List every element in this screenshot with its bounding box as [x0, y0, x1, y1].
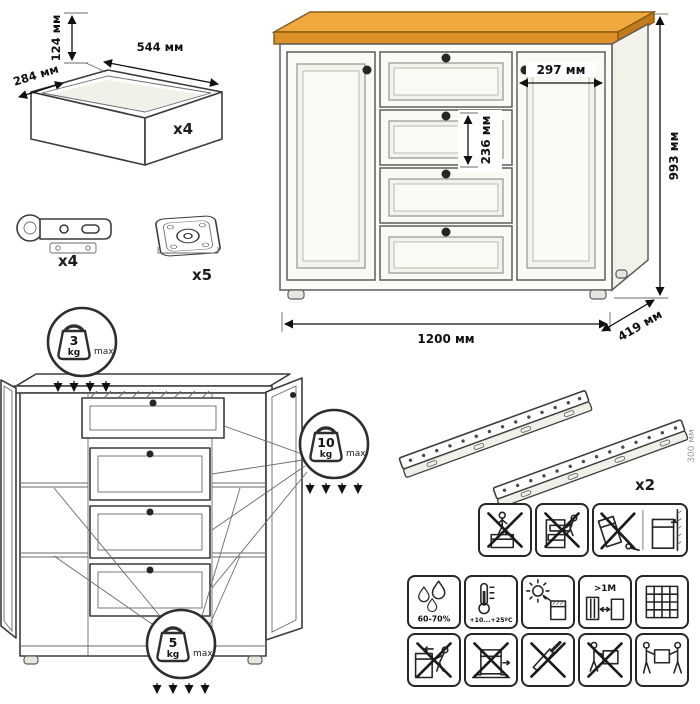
wall-grid-icon — [635, 575, 689, 629]
drawer-kit-section: x4 124 мм 544 мм 284 мм — [6, 0, 246, 178]
open-left-door — [0, 379, 17, 639]
inner-drawer-3 — [89, 563, 211, 617]
mounting-plate-icon — [155, 215, 221, 257]
limit-drawer-value: 10 — [317, 435, 335, 450]
dim-box-width: 544 мм — [137, 40, 184, 54]
dim-drawer-height: 236 мм — [479, 116, 493, 165]
top-board-front — [273, 31, 619, 45]
slides-length: 300 мм — [687, 429, 697, 463]
two-person-carry-icon — [635, 633, 689, 687]
load-limits-section: 3 kg max 10 kg max 5 kg max — [0, 298, 385, 700]
no-single-carry-icon — [578, 633, 632, 687]
drawer-front-3 — [379, 167, 513, 224]
foot-right — [589, 289, 607, 300]
drawer-front-4 — [379, 225, 513, 281]
drawer-knob — [441, 53, 451, 63]
open-cabinet — [0, 373, 303, 665]
no-drag-icon — [464, 633, 518, 687]
temperature-value: +10...+25ºС — [469, 617, 513, 624]
dim-depth: 419 мм — [615, 307, 664, 344]
plate-section: x5 — [146, 204, 232, 284]
dim-height: 993 мм — [667, 132, 681, 181]
limit-top-max: max — [94, 347, 114, 357]
slides-count: x2 — [635, 476, 655, 494]
drawer-kit-diagram: x4 124 мм 544 мм 284 мм — [11, 12, 223, 166]
no-standing-icon — [478, 503, 532, 557]
shelves — [20, 482, 266, 558]
open-right-door — [265, 377, 303, 641]
slides-section: x2 300 мм — [393, 356, 700, 508]
no-climbing-icon — [535, 503, 589, 557]
radiator-distance-icon: >1M — [578, 575, 632, 629]
limit-shelf-unit: kg — [167, 650, 179, 660]
limit-top-unit: kg — [68, 348, 80, 358]
top-board-surface — [271, 11, 657, 33]
load-limit-drawer-arrows — [305, 483, 363, 494]
plate-count: x5 — [192, 266, 212, 284]
limit-shelf-max: max — [193, 649, 213, 659]
distance-value: >1M — [594, 584, 616, 594]
warning-icons-row-1 — [478, 503, 688, 557]
hinge-count: x4 — [58, 252, 78, 270]
dim-height-group: 993 мм — [614, 13, 681, 299]
dim-depth-group: 419 мм — [601, 299, 665, 344]
dim-door-width: 297 мм — [537, 63, 586, 77]
open-cabinet-diagram: 3 kg max 10 kg max 5 kg max — [0, 306, 370, 694]
inner-drawer-2 — [89, 505, 211, 559]
drawer-knob — [441, 111, 451, 121]
side-panel — [611, 22, 649, 292]
anti-tip-anchor-icon — [592, 503, 688, 557]
hinge-diagram: x4 — [16, 214, 112, 270]
load-limit-top-arrows — [53, 381, 111, 392]
load-limit-shelf-arrows — [152, 683, 210, 694]
no-push-icon — [407, 633, 461, 687]
inner-drawer-1 — [89, 447, 211, 501]
drawer-slide-2 — [492, 419, 689, 508]
door-knob — [290, 392, 296, 398]
left-door — [286, 51, 376, 281]
hinge-section: x4 — [6, 198, 136, 270]
drawer-knob — [149, 399, 157, 407]
load-limit-top-badge: 3 kg max — [46, 306, 118, 378]
drawer-front-1 — [379, 51, 513, 108]
dim-drawer-height-group: 236 мм — [458, 110, 502, 172]
warning-icons-row-2: 60-70% +10...+25ºС >1M — [407, 575, 689, 629]
dresser-diagram: 297 мм 236 мм 993 мм 1200 мм 419 мм — [271, 10, 681, 346]
drawer-slide-1 — [398, 390, 593, 478]
limit-top-value: 3 — [70, 333, 79, 348]
open-drawer — [81, 390, 225, 439]
dim-door-width-group: 297 мм — [516, 62, 606, 92]
drawer-knob — [441, 227, 451, 237]
foot-back — [615, 269, 628, 279]
plate-diagram: x5 — [155, 215, 221, 284]
humidity-value: 60-70% — [418, 614, 451, 623]
dim-box-height: 124 мм — [49, 15, 63, 62]
no-knife-icon — [521, 633, 575, 687]
sunlight-icon — [521, 575, 575, 629]
load-limit-shelf-badge: 5 kg max — [145, 608, 217, 680]
temperature-icon: +10...+25ºС — [464, 575, 518, 629]
humidity-icon: 60-70% — [407, 575, 461, 629]
slides-diagram: x2 300 мм — [398, 390, 697, 508]
drawer-box: x4 — [30, 69, 223, 166]
drawer-kit-count: x4 — [173, 120, 193, 138]
right-door — [516, 51, 606, 281]
warning-icons-row-3 — [407, 633, 689, 687]
dim-box-depth: 284 мм — [11, 62, 60, 89]
leader-lines — [53, 425, 308, 625]
dresser-section: 297 мм 236 мм 993 мм 1200 мм 419 мм — [262, 2, 700, 357]
dim-width: 1200 мм — [417, 332, 474, 346]
limit-drawer-max: max — [346, 449, 366, 459]
left-door-knob — [362, 65, 372, 75]
foot-left — [23, 655, 39, 665]
drawer-knob — [441, 169, 451, 179]
foot-left — [287, 289, 305, 300]
load-limit-drawer-badge: 10 kg max — [298, 408, 370, 480]
dim-width-group: 1200 мм — [281, 312, 611, 346]
limit-drawer-unit: kg — [320, 450, 332, 460]
hinge-icon — [16, 214, 112, 254]
foot-right — [247, 655, 263, 665]
limit-shelf-value: 5 — [169, 635, 178, 650]
